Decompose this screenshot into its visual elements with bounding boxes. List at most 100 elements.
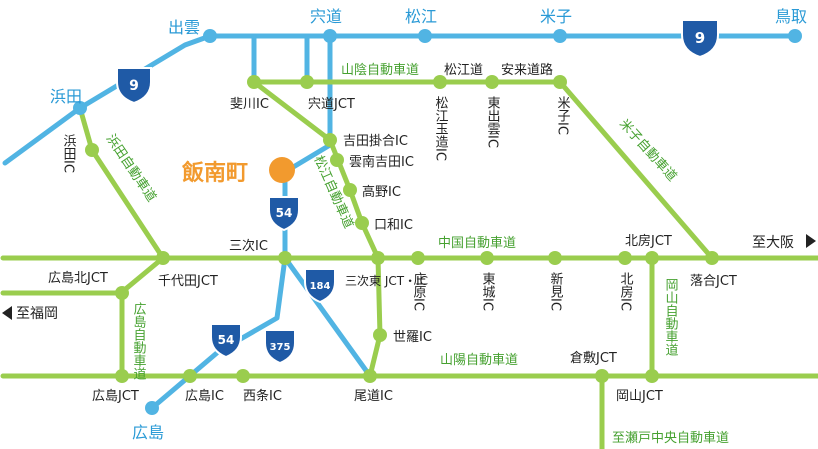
label-hiroshima-kita-jct: 広島北JCT <box>48 271 108 286</box>
label-miyoshi-higashi: 三次東 JCT・IC <box>345 274 428 288</box>
label-hamada-expressway: 浜田自動車道 <box>103 132 159 205</box>
label-hokubo-jct: 北房JCT <box>625 233 672 249</box>
dot-hokubo <box>618 251 632 265</box>
label-to-setochuo: 至瀬戸中央自動車道 <box>612 431 729 446</box>
label-saijo: 西条IC <box>243 388 282 404</box>
dot-higashi-izumo <box>485 75 499 89</box>
label-onomichi: 尾道IC <box>354 389 393 404</box>
label-miyoshi: 三次IC <box>229 238 268 254</box>
shield-route9-top-label: 9 <box>695 29 705 47</box>
label-okayama-expressway: 岡山自動車道 <box>663 278 679 356</box>
city-shinji: 宍道 <box>310 7 342 26</box>
dot-chiyoda-jct <box>156 251 170 265</box>
label-yonago-ic: 米子IC <box>555 96 571 135</box>
label-hamada-ic: 浜田IC <box>61 134 77 173</box>
dot-hiroshima-jct <box>115 369 129 383</box>
label-kurashiki-jct: 倉敷JCT <box>570 351 617 366</box>
label-kuchiwa: 口和IC <box>374 218 413 233</box>
yonago-expressway <box>557 79 715 261</box>
label-sanyo-expressway: 山陽自動車道 <box>440 353 518 368</box>
dot-kuchiwa <box>355 216 369 230</box>
dot-shobara <box>411 251 425 265</box>
shield-route54-top-label: 54 <box>276 206 293 220</box>
label-yonago-expressway: 米子自動車道 <box>616 117 679 185</box>
dot-matsue-tamatsukuri <box>433 75 447 89</box>
label-hikawa: 斐川IC <box>230 97 269 112</box>
dot-hiroshima-ic <box>183 369 197 383</box>
dot-saijo <box>236 369 250 383</box>
label-hiroshima-ic: 広島IC <box>185 389 224 404</box>
label-matsue-road: 松江道 <box>444 63 483 78</box>
label-okayama-jct: 岡山JCT <box>616 389 663 404</box>
label-higashijo: 東城IC <box>480 271 496 310</box>
dot-hokubo-jct <box>645 251 659 265</box>
label-yasugi-road: 安来道路 <box>501 62 553 78</box>
label-ochiai-jct: 落合JCT <box>690 274 737 289</box>
station-izumo <box>203 29 217 43</box>
shield-route54-top: 54 <box>268 196 300 232</box>
dot-miyoshi-higashi <box>371 251 385 265</box>
city-matsue: 松江 <box>405 7 437 26</box>
dot-okayama-jct <box>645 369 659 383</box>
station-matsue <box>418 29 432 43</box>
station-hiroshima <box>145 401 159 415</box>
shield-route54-bottom-label: 54 <box>218 333 235 347</box>
shield-route9-left: 9 <box>116 67 152 105</box>
label-hiroshima-jct: 広島JCT <box>92 389 139 404</box>
dot-yoshida-kakeya <box>323 133 337 147</box>
dot-hiroshima-kita-jct <box>115 286 129 300</box>
label-unnan-yoshida: 雲南吉田IC <box>349 154 414 170</box>
dot-takano <box>343 183 357 197</box>
arrow-to-osaka-icon <box>806 234 816 248</box>
shield-route9-top: 9 <box>681 19 719 59</box>
shield-route9-left-label: 9 <box>129 78 139 94</box>
dot-sera <box>373 328 387 342</box>
shield-route375-label: 375 <box>270 342 291 353</box>
station-yonago <box>553 29 567 43</box>
station-hamada <box>73 101 87 115</box>
dot-ochiai-jct <box>705 251 719 265</box>
iinan-town-label: 飯南町 <box>181 160 248 186</box>
label-hiroshima-expressway: 広島自動車道 <box>131 302 147 380</box>
label-to-fukuoka: 至福岡 <box>16 306 58 322</box>
label-niimi: 新見IC <box>548 271 564 310</box>
label-yoshida-kakeya: 吉田掛合IC <box>343 134 408 149</box>
dot-shinji-jct <box>300 75 314 89</box>
shield-route184-label: 184 <box>310 281 331 292</box>
station-tottori <box>788 29 802 43</box>
city-yonago: 米子 <box>540 7 572 26</box>
label-matsue-tamatsukuri: 松江玉造IC <box>433 96 449 161</box>
dot-miyoshi <box>278 251 292 265</box>
dot-yonago-ic <box>553 75 567 89</box>
city-labels: 鳥取 米子 松江 宍道 出雲 浜田 広島 <box>50 7 807 442</box>
shield-route54-bottom: 54 <box>210 323 242 359</box>
city-stations <box>73 29 802 415</box>
shield-route375: 375 <box>264 329 296 365</box>
city-tottori: 鳥取 <box>775 7 807 26</box>
label-chugoku-expressway: 中国自動車道 <box>438 236 516 251</box>
label-sanin-expressway: 山陰自動車道 <box>341 63 419 78</box>
dot-hikawa <box>247 75 261 89</box>
dot-niimi <box>548 251 562 265</box>
label-takano: 高野IC <box>362 184 401 200</box>
interchange-labels: 松江道 安来道路 斐川IC 宍道JCT 吉田掛合IC 雲南吉田IC 高野IC 口… <box>16 62 794 404</box>
interchange-dots <box>85 75 719 383</box>
label-to-osaka: 至大阪 <box>752 235 794 251</box>
label-shinji-jct: 宍道JCT <box>308 97 355 112</box>
city-izumo: 出雲 <box>168 18 200 37</box>
dot-kurashiki-jct <box>595 369 609 383</box>
label-higashi-izumo: 東出雲IC <box>485 95 501 147</box>
dot-unnan-yoshida <box>330 153 344 167</box>
dot-higashijo <box>480 251 494 265</box>
route-shields: 9 9 54 184 54 375 <box>116 19 719 365</box>
city-hiroshima: 広島 <box>132 423 164 442</box>
station-shinji <box>323 29 337 43</box>
label-chiyoda-jct: 千代田JCT <box>158 274 218 289</box>
label-shobara: 庄原IC <box>411 271 427 310</box>
dot-hamada-ic <box>85 143 99 157</box>
label-hokubo: 北房IC <box>618 272 634 311</box>
shield-route184: 184 <box>304 268 336 304</box>
label-sera: 世羅IC <box>393 330 432 345</box>
expressway-vertical-labels: 岡山自動車道 広島自動車道 <box>131 278 679 380</box>
